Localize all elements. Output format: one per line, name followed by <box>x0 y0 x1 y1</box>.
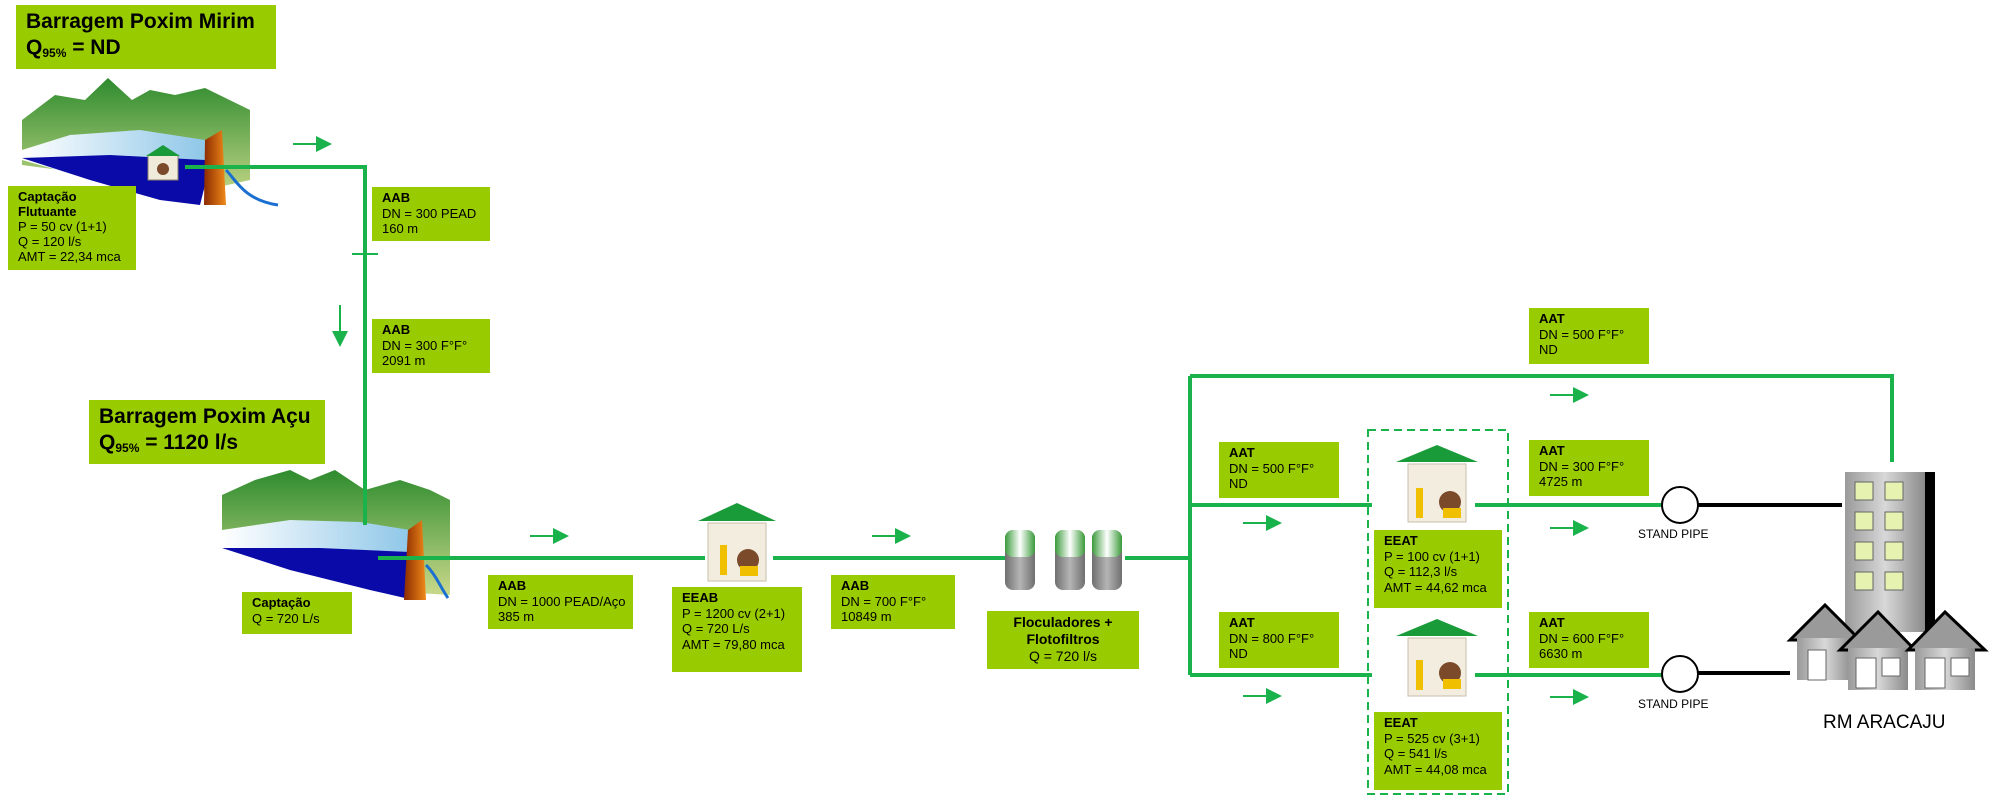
box-line: Q = 120 l/s <box>18 234 82 249</box>
floculadores-tanks <box>1005 530 1122 590</box>
q-value: = ND <box>66 36 121 59</box>
city-illustration <box>1786 472 1989 690</box>
q-sub: 95% <box>42 46 67 60</box>
captacao-flutuante-box: Captação Flutuante P = 50 cv (1+1) Q = 1… <box>8 186 136 270</box>
box-line: DN = 700 F°F° <box>841 593 927 609</box>
aab-3-box: AAB DN = 1000 PEAD/Aço 385 m <box>488 575 633 629</box>
eeat-1-box: EEAT P = 100 cv (1+1) Q = 112,3 l/s AMT … <box>1374 530 1502 608</box>
barragem-acu-name: Barragem Poxim Açu <box>99 405 311 428</box>
box-line: DN = 300 PEAD <box>382 205 477 221</box>
eeab-box: EEAB P = 1200 cv (2+1) Q = 720 L/s AMT =… <box>672 587 802 672</box>
stand-pipe-2-label: STAND PIPE <box>1638 697 1709 711</box>
box-title: AAT <box>1539 615 1565 630</box>
stand-pipe-2-symbol <box>1661 655 1699 693</box>
box-line: AMT = 44,62 mca <box>1384 579 1487 595</box>
box-title: Captação <box>252 595 311 610</box>
aat-low-left-box: AAT DN = 800 F°F° ND <box>1219 612 1339 668</box>
box-title-line: Floculadores + <box>1013 614 1113 630</box>
barragem-mirim-name: Barragem Poxim Mirim <box>26 10 255 33</box>
box-title: Captação Flutuante <box>18 189 77 219</box>
box-line: P = 50 cv (1+1) <box>18 219 107 234</box>
box-line: DN = 300 F°F° <box>1539 458 1625 474</box>
aat-mid-right-box: AAT DN = 300 F°F° 4725 m <box>1529 440 1649 496</box>
box-line: 10849 m <box>841 609 892 624</box>
box-line: 2091 m <box>382 353 426 368</box>
box-line: 160 m <box>382 221 419 236</box>
box-line: AMT = 79,80 mca <box>682 636 785 652</box>
box-line: DN = 500 F°F° <box>1229 460 1315 476</box>
box-line: ND <box>1229 646 1248 661</box>
eeab-pump-house <box>698 503 776 582</box>
box-line: DN = 1000 PEAD/Aço <box>498 593 626 609</box>
box-title: AAB <box>841 578 870 593</box>
box-title: AAT <box>1539 311 1565 326</box>
box-line: P = 525 cv (3+1) <box>1384 730 1480 746</box>
box-title: EEAT <box>1384 715 1418 730</box>
box-line: Q = 112,3 l/s <box>1384 564 1458 579</box>
city-label: RM ARACAJU <box>1823 712 1946 733</box>
flow-arrows <box>293 136 1589 705</box>
dam-mirim-scene <box>22 78 279 207</box>
stand-pipe-1-symbol <box>1661 486 1699 524</box>
box-line: P = 100 cv (1+1) <box>1384 548 1480 564</box>
aat-low-right-box: AAT DN = 600 F°F° 6630 m <box>1529 612 1649 668</box>
box-title: AAT <box>1229 445 1255 460</box>
floculadores-box: Floculadores + Flotofiltros Q = 720 l/s <box>987 611 1139 669</box>
barragem-mirim-title: Barragem Poxim Mirim Q95% = ND <box>16 5 276 69</box>
aab-1-box: AAB DN = 300 PEAD 160 m <box>372 187 490 241</box>
eeat-dashed-group <box>1367 429 1509 795</box>
box-line: AMT = 44,08 mca <box>1384 761 1487 777</box>
dam-acu-scene <box>222 470 450 600</box>
box-title: EEAB <box>682 590 719 605</box>
q-sub: 95% <box>115 441 140 455</box>
box-line: 6630 m <box>1539 646 1583 661</box>
box-title: AAT <box>1229 615 1255 630</box>
barragem-mirim-flow: Q95% = ND <box>26 35 266 66</box>
box-line: DN = 800 F°F° <box>1229 630 1315 646</box>
box-title: EEAT <box>1384 533 1418 548</box>
pipelines <box>185 165 1894 677</box>
q-value: = 1120 l/s <box>139 431 239 454</box>
eeat-2-pump-house <box>1396 619 1478 697</box>
barragem-acu-title: Barragem Poxim Açu Q95% = 1120 l/s <box>89 400 325 464</box>
box-line: P = 1200 cv (2+1) <box>682 605 786 621</box>
box-line: DN = 300 F°F° <box>382 337 468 353</box>
aab-2-box: AAB DN = 300 F°F° 2091 m <box>372 319 490 373</box>
box-line: Q = 720 l/s <box>1028 648 1098 664</box>
box-line: Q = 720 L/s <box>682 621 750 636</box>
box-line: ND <box>1539 342 1558 357</box>
box-line: AMT = 22,34 mca <box>18 249 121 264</box>
aab-4-box: AAB DN = 700 F°F° 10849 m <box>831 575 955 629</box>
q-label: Q <box>26 36 43 59</box>
box-line: Q = 541 l/s <box>1384 746 1448 761</box>
city-lines <box>1698 503 1842 675</box>
barragem-acu-flow: Q95% = 1120 l/s <box>99 430 315 461</box>
box-line: Q = 720 L/s <box>252 610 320 626</box>
aat-mid-left-box: AAT DN = 500 F°F° ND <box>1219 442 1339 498</box>
box-line: DN = 600 F°F° <box>1539 630 1625 646</box>
box-line: ND <box>1229 476 1248 491</box>
eeat-1-pump-house <box>1396 445 1478 523</box>
box-title: AAB <box>498 578 527 593</box>
stand-pipe-1-label: STAND PIPE <box>1638 527 1709 541</box>
box-title: AAB <box>382 322 411 337</box>
box-title: AAT <box>1539 443 1565 458</box>
box-line: DN = 500 F°F° <box>1539 326 1625 342</box>
q-label: Q <box>99 431 116 454</box>
box-line: 385 m <box>498 609 535 624</box>
box-title: AAB <box>382 190 411 205</box>
captacao-acu-box: Captação Q = 720 L/s <box>242 592 352 634</box>
box-title-line: Flotofiltros <box>1026 631 1100 647</box>
box-line: 4725 m <box>1539 474 1583 489</box>
eeat-2-box: EEAT P = 525 cv (3+1) Q = 541 l/s AMT = … <box>1374 712 1502 790</box>
aat-top-box: AAT DN = 500 F°F° ND <box>1529 308 1649 364</box>
